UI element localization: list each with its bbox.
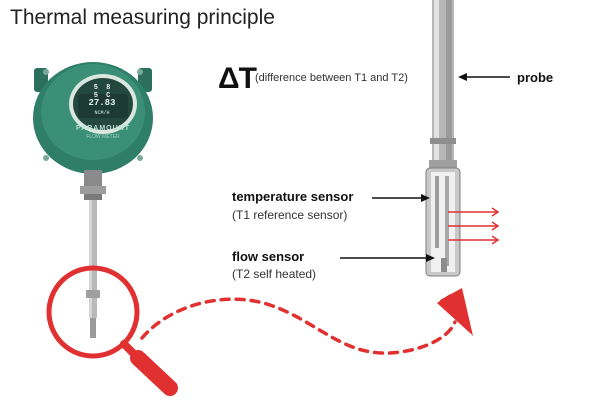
temperature-sensor-label: temperature sensor [232, 189, 354, 204]
device-screen-unit: NCM/H [94, 110, 110, 116]
flow-sensor-label: flow sensor [232, 249, 305, 264]
device-screen-value: 27.83 [88, 98, 116, 108]
page-title: Thermal measuring principle [10, 6, 275, 29]
magnifier-icon [46, 265, 178, 396]
probe-pointer-arrow [458, 73, 510, 81]
flow-sensor-pointer-arrow [340, 254, 435, 262]
probe-body [425, 0, 461, 277]
delta-t-note: (difference between T1 and T2) [255, 72, 408, 84]
flow-sensor-sub: (T2 self heated) [232, 267, 317, 281]
delta-t-symbol: ΔT [218, 62, 257, 95]
flow-direction-arrows [448, 207, 500, 245]
device-brand-sub: FLOW METER [86, 134, 120, 140]
device-screen-header: 5 8 5 C [93, 84, 113, 100]
flow-transmitter [33, 62, 153, 338]
probe-label: probe [517, 70, 554, 85]
device-brand: PARAMOUNT [76, 125, 130, 132]
temperature-sensor-pointer-arrow [372, 194, 430, 202]
temperature-sensor-sub: (T1 reference sensor) [232, 208, 348, 222]
flow-arrow-icon [140, 288, 473, 355]
